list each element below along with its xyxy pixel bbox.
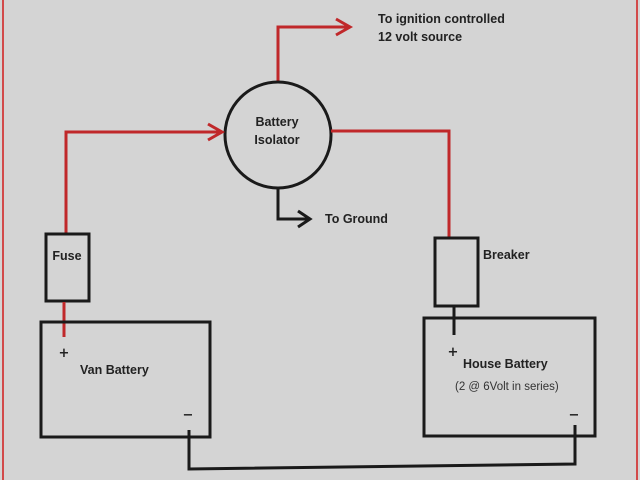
isolator-label-line2: Isolator bbox=[254, 133, 299, 147]
ignition-wire bbox=[276, 17, 354, 82]
breaker-label: Breaker bbox=[483, 248, 530, 262]
ignition-label-line1: To ignition controlled bbox=[378, 12, 505, 26]
house-battery-note: (2 @ 6Volt in series) bbox=[455, 381, 559, 393]
isolator-label-line1: Battery bbox=[255, 115, 298, 129]
negative-interconnect-wire bbox=[187, 425, 577, 471]
fuse-to-isolator-wire bbox=[64, 122, 226, 235]
van-battery-minus: − bbox=[183, 408, 194, 423]
house-battery-box bbox=[422, 316, 597, 438]
breaker-box bbox=[433, 236, 480, 308]
fuse-label: Fuse bbox=[52, 249, 81, 263]
ground-wire bbox=[276, 188, 313, 229]
van-battery-box bbox=[39, 320, 212, 439]
ground-label: To Ground bbox=[325, 212, 388, 226]
house-battery-label: House Battery bbox=[463, 357, 548, 371]
van-battery-label: Van Battery bbox=[80, 363, 149, 377]
isolator-to-breaker-wire bbox=[331, 129, 451, 238]
van-battery-plus: + bbox=[59, 346, 70, 361]
house-battery-plus: + bbox=[448, 345, 459, 360]
ignition-label-line2: 12 volt source bbox=[378, 30, 462, 44]
fuse-box bbox=[44, 232, 91, 303]
house-battery-minus: − bbox=[569, 408, 580, 423]
